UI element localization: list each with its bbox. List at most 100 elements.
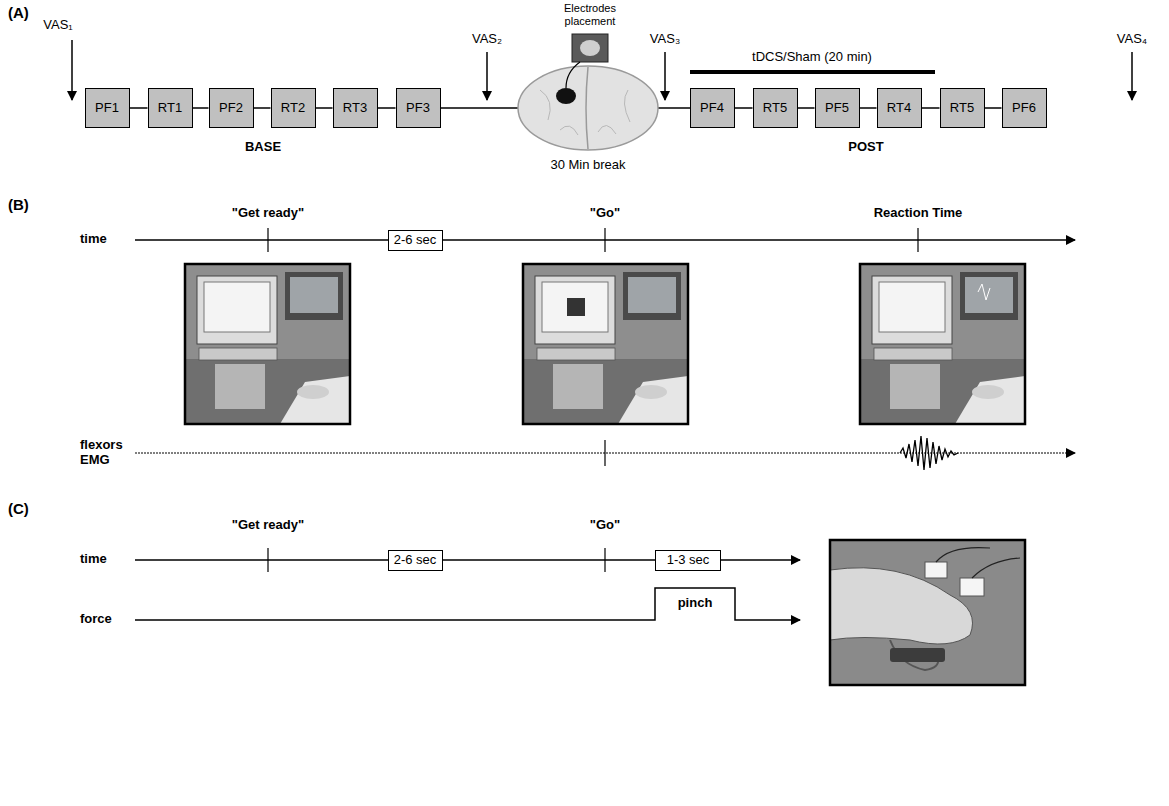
label-text: Reaction Time <box>874 205 963 220</box>
emg-electrode <box>960 578 984 596</box>
link-line <box>658 107 690 109</box>
vas-label: VAS₂ <box>472 32 502 47</box>
box-text: 2-6 sec <box>394 233 437 248</box>
label-text: POST <box>848 139 883 154</box>
label-text: time <box>80 231 107 246</box>
go-square <box>567 298 585 316</box>
electrode-wire <box>936 548 1020 578</box>
box-text: RT3 <box>343 101 367 116</box>
stimulation-bar <box>690 70 935 74</box>
label-text: (A) <box>8 4 29 21</box>
sequence-line <box>193 107 209 109</box>
link-line <box>441 107 518 109</box>
phase-box: RT1 <box>148 88 193 128</box>
box-text: RT5 <box>763 101 787 116</box>
phase-box: RT5 <box>753 88 798 128</box>
box-text: PF4 <box>700 101 724 116</box>
phase-box: PF3 <box>396 88 441 128</box>
lab-photo <box>523 264 688 424</box>
axis-label: time <box>80 552 107 567</box>
interval-box: 2-6 sec <box>388 550 443 571</box>
box-text: PF5 <box>825 101 849 116</box>
phase-box: PF4 <box>690 88 735 128</box>
label-text: "Go" <box>590 517 620 532</box>
panel-letter: (C) <box>8 500 29 517</box>
emg-electrode <box>925 562 947 578</box>
photo <box>185 264 350 424</box>
force-label: pinch <box>678 596 713 611</box>
label-text: force <box>80 611 112 626</box>
photo <box>860 264 1025 424</box>
box-text: PF6 <box>1012 101 1036 116</box>
hand <box>830 568 973 644</box>
phase-label: POST <box>848 140 883 155</box>
box-text: PF2 <box>219 101 243 116</box>
box-text: RT1 <box>158 101 182 116</box>
box-text: RT4 <box>887 101 911 116</box>
axis-label: time <box>80 232 107 247</box>
phase-box: PF2 <box>209 88 254 128</box>
sequence-line <box>985 107 1002 109</box>
tick <box>267 228 268 252</box>
photo-ground <box>830 540 1025 685</box>
pinch-sensor <box>890 648 945 662</box>
electrode-photo-head <box>580 40 600 56</box>
brain-outline <box>518 66 658 150</box>
phase-box: RT3 <box>333 88 378 128</box>
sequence-line <box>735 107 753 109</box>
sequence-line <box>316 107 333 109</box>
emg-burst <box>900 436 958 470</box>
interval-box: 2-6 sec <box>388 230 443 251</box>
label-text: 30 Min break <box>550 157 625 172</box>
sequence-line <box>130 107 148 109</box>
box-text: PF3 <box>406 101 430 116</box>
vas-arrow <box>486 52 488 100</box>
electrode-label: Electrodes placement <box>545 2 635 27</box>
phase-box: RT5 <box>940 88 985 128</box>
electrode <box>556 88 576 104</box>
box-text: 1-3 sec <box>667 553 710 568</box>
sequence-line <box>922 107 940 109</box>
box-text: PF1 <box>95 101 119 116</box>
axis-label: force <box>80 612 112 627</box>
box-text: RT2 <box>281 101 305 116</box>
vas-label: VAS₄ <box>1117 32 1147 47</box>
phase-box: PF5 <box>815 88 860 128</box>
label-text: flexors EMG <box>80 437 123 467</box>
interval-box: 1-3 sec <box>655 550 721 571</box>
axis-label: flexors EMG <box>80 438 142 468</box>
photo <box>523 264 688 424</box>
panel-letter: (B) <box>8 196 29 213</box>
vas-arrow <box>664 52 666 100</box>
label-text: "Get ready" <box>232 205 304 220</box>
phase-label: BASE <box>245 140 281 155</box>
cue-label: "Go" <box>590 518 620 533</box>
brain-midline <box>586 67 588 149</box>
phase-box: RT4 <box>877 88 922 128</box>
label-text: "Go" <box>590 205 620 220</box>
label-text: "Get ready" <box>232 517 304 532</box>
electrode-wire <box>566 62 580 88</box>
cue-label: "Get ready" <box>232 206 304 221</box>
label-text: (B) <box>8 196 29 213</box>
label-text: Electrodes placement <box>564 2 616 27</box>
photo-frame <box>185 264 350 424</box>
hand-photo <box>830 540 1025 685</box>
photo-frame <box>860 264 1025 424</box>
vas-arrow <box>71 40 73 100</box>
tick <box>917 228 918 252</box>
phase-box: RT2 <box>271 88 316 128</box>
brain <box>518 66 658 150</box>
screen-trace <box>978 284 990 300</box>
lab-photo <box>860 264 1025 424</box>
label-text: time <box>80 551 107 566</box>
box-text: 2-6 sec <box>394 553 437 568</box>
photo-frame <box>523 264 688 424</box>
vas-label: VAS₃ <box>650 32 680 47</box>
cue-label: "Get ready" <box>232 518 304 533</box>
phase-box: PF6 <box>1002 88 1047 128</box>
box-text: RT5 <box>950 101 974 116</box>
phase-box: PF1 <box>85 88 130 128</box>
tick <box>267 548 268 572</box>
sequence-line <box>254 107 271 109</box>
